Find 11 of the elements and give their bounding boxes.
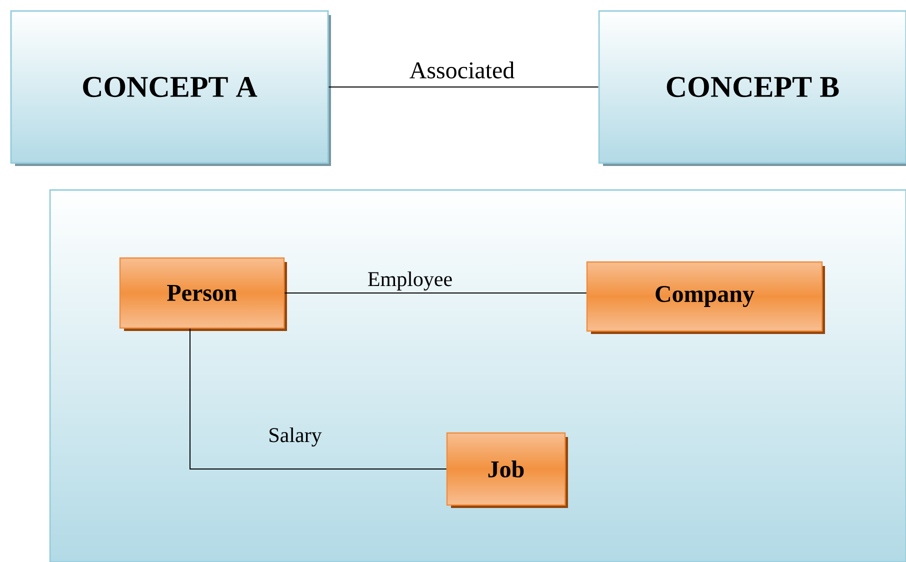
- concept-box: CONCEPT B: [598, 10, 906, 166]
- connector-line: [328, 86, 599, 88]
- edge-label: Salary: [270, 427, 322, 447]
- edge-label: Employee: [368, 271, 452, 291]
- edge-label: Associated: [410, 62, 514, 78]
- entity-box: Job: [446, 432, 568, 508]
- entity-box: Person: [119, 257, 287, 331]
- concept-box: CONCEPT A: [10, 10, 331, 166]
- connector-line: [284, 292, 587, 294]
- connector-line: [190, 328, 447, 470]
- entity-box: Company: [586, 261, 825, 334]
